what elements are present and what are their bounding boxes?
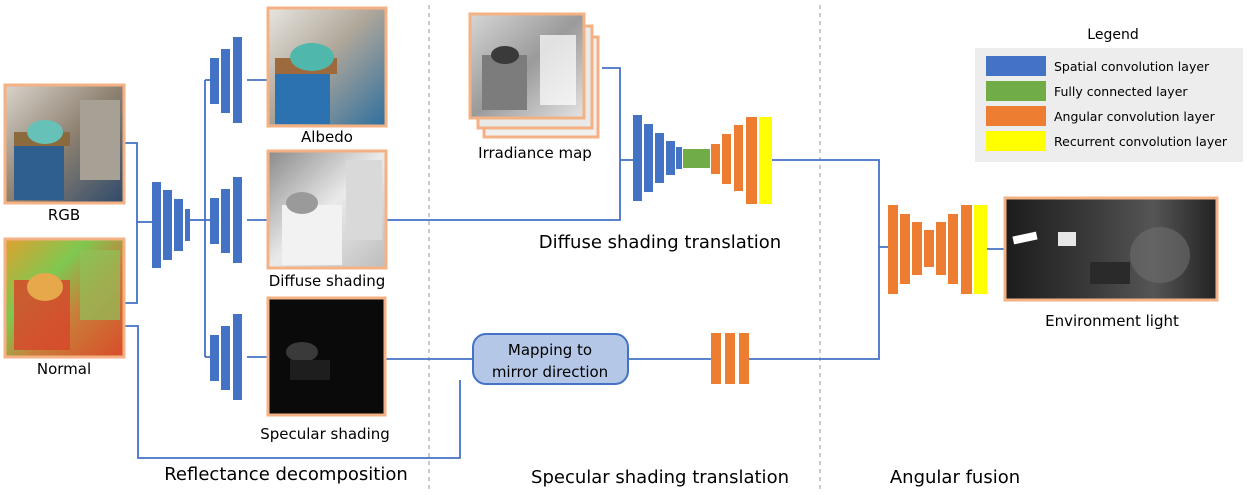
legend-swatch-angular — [986, 106, 1046, 126]
spatial-layer — [210, 58, 219, 104]
spatial-layer — [676, 147, 682, 169]
angular-layer — [734, 125, 743, 191]
environment-light-image — [1003, 196, 1219, 302]
diffuse-translation-network — [633, 115, 772, 204]
normal-to-mapping-line — [124, 325, 461, 459]
diffuse-to-translation-line — [386, 67, 621, 221]
legend: Legend Spatial convolution layer Fully c… — [975, 27, 1243, 162]
spatial-layer — [163, 190, 172, 260]
spatial-layer — [210, 335, 219, 381]
angular-layer — [948, 214, 958, 284]
specular-shading-image — [266, 296, 387, 417]
albedo-decoder-layers — [210, 37, 242, 123]
spatial-layer — [233, 314, 242, 400]
specular-shading-label: Specular shading — [260, 425, 390, 443]
section-title-specular-translation: Specular shading translation — [531, 467, 789, 488]
rgb-to-encoder-line — [124, 142, 138, 304]
angular-layer — [711, 144, 720, 174]
diffuse-decoder-layers — [210, 177, 242, 263]
angular-layer — [711, 333, 721, 384]
angular-layer — [900, 214, 910, 284]
irradiance-map-stack — [468, 12, 600, 139]
legend-item-label: Spatial convolution layer — [1054, 59, 1210, 74]
legend-title: Legend — [1087, 27, 1138, 43]
angular-layer — [888, 205, 898, 294]
diffuse-shading-label: Diffuse shading — [269, 272, 386, 290]
diffuse-net-to-fusion-line — [772, 159, 888, 248]
spatial-layer — [210, 198, 219, 244]
albedo-label: Albedo — [301, 128, 353, 146]
angular-layer — [739, 333, 749, 384]
legend-item-label: Angular convolution layer — [1054, 109, 1216, 124]
section-title-diffuse-translation: Diffuse shading translation — [539, 232, 781, 253]
legend-item-label: Recurrent convolution layer — [1054, 134, 1228, 149]
recurrent-layer — [759, 117, 772, 204]
albedo-image — [266, 6, 388, 128]
legend-swatch-fully-connected — [986, 81, 1046, 101]
spatial-layer — [633, 115, 642, 201]
normal-image — [3, 237, 126, 359]
spatial-layer — [666, 141, 675, 175]
specular-decoder-layers — [210, 314, 242, 400]
spatial-layer — [221, 189, 230, 253]
recurrent-layer — [974, 205, 987, 294]
legend-swatch-recurrent — [986, 131, 1046, 151]
specular-angular-layers — [711, 333, 749, 384]
angular-layer — [725, 333, 735, 384]
angular-fusion-network — [888, 205, 987, 294]
mapping-label-line2: mirror direction — [492, 363, 608, 381]
section-title-reflectance: Reflectance decomposition — [164, 464, 408, 485]
angular-layer — [912, 222, 922, 275]
spatial-layer — [233, 37, 242, 123]
diffuse-shading-image — [266, 149, 388, 270]
spatial-layer — [174, 199, 183, 251]
angular-layer — [936, 222, 946, 275]
spatial-layer — [233, 177, 242, 263]
fully-connected-layer — [683, 149, 710, 168]
spatial-layer — [152, 182, 161, 268]
spatial-layer — [185, 209, 190, 241]
spatial-layer — [644, 124, 653, 192]
legend-item-label: Fully connected layer — [1054, 84, 1188, 99]
angular-layer — [746, 117, 757, 204]
rgb-image — [3, 83, 126, 205]
spatial-layer — [655, 133, 664, 183]
environment-light-label: Environment light — [1045, 312, 1179, 330]
rgb-label: RGB — [48, 206, 80, 224]
section-title-angular-fusion: Angular fusion — [890, 467, 1020, 488]
angular-layer — [924, 230, 934, 267]
angular-layer — [961, 205, 972, 294]
connector-lines — [124, 67, 1005, 459]
angular-layer — [722, 134, 731, 184]
spatial-layer — [221, 49, 230, 113]
irradiance-map-label: Irradiance map — [478, 144, 592, 162]
angular-to-fusion-line — [749, 247, 880, 360]
encoder-layers — [152, 182, 190, 268]
spatial-layer — [221, 326, 230, 390]
legend-swatch-spatial — [986, 56, 1046, 76]
mapping-to-mirror-direction-box: Mapping to mirror direction — [472, 333, 629, 385]
normal-label: Normal — [37, 360, 91, 378]
mapping-label-line1: Mapping to — [508, 341, 592, 359]
